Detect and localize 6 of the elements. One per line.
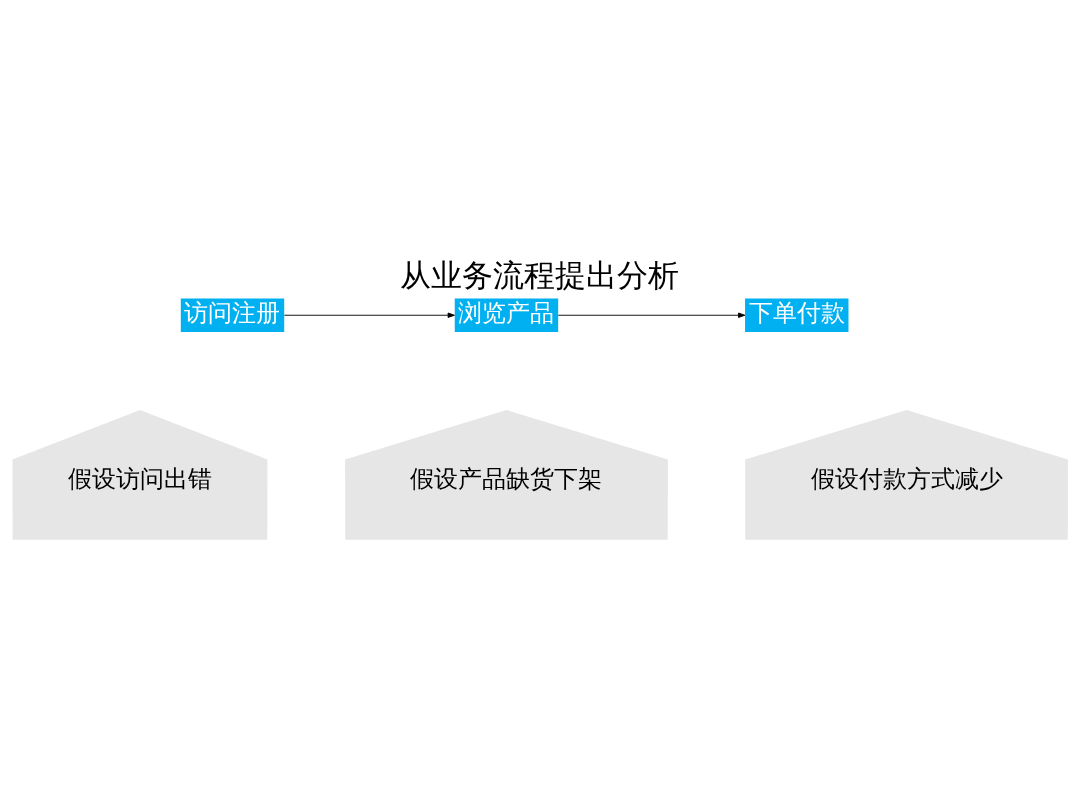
node-box: 访问注册 — [180, 297, 285, 332]
arrow — [557, 312, 746, 318]
node-box: 浏览产品 — [454, 297, 559, 332]
node-box: 下单付款 — [745, 297, 849, 332]
diagram-title: 从业务流程提出分析 — [400, 256, 680, 293]
arrow — [283, 312, 455, 318]
